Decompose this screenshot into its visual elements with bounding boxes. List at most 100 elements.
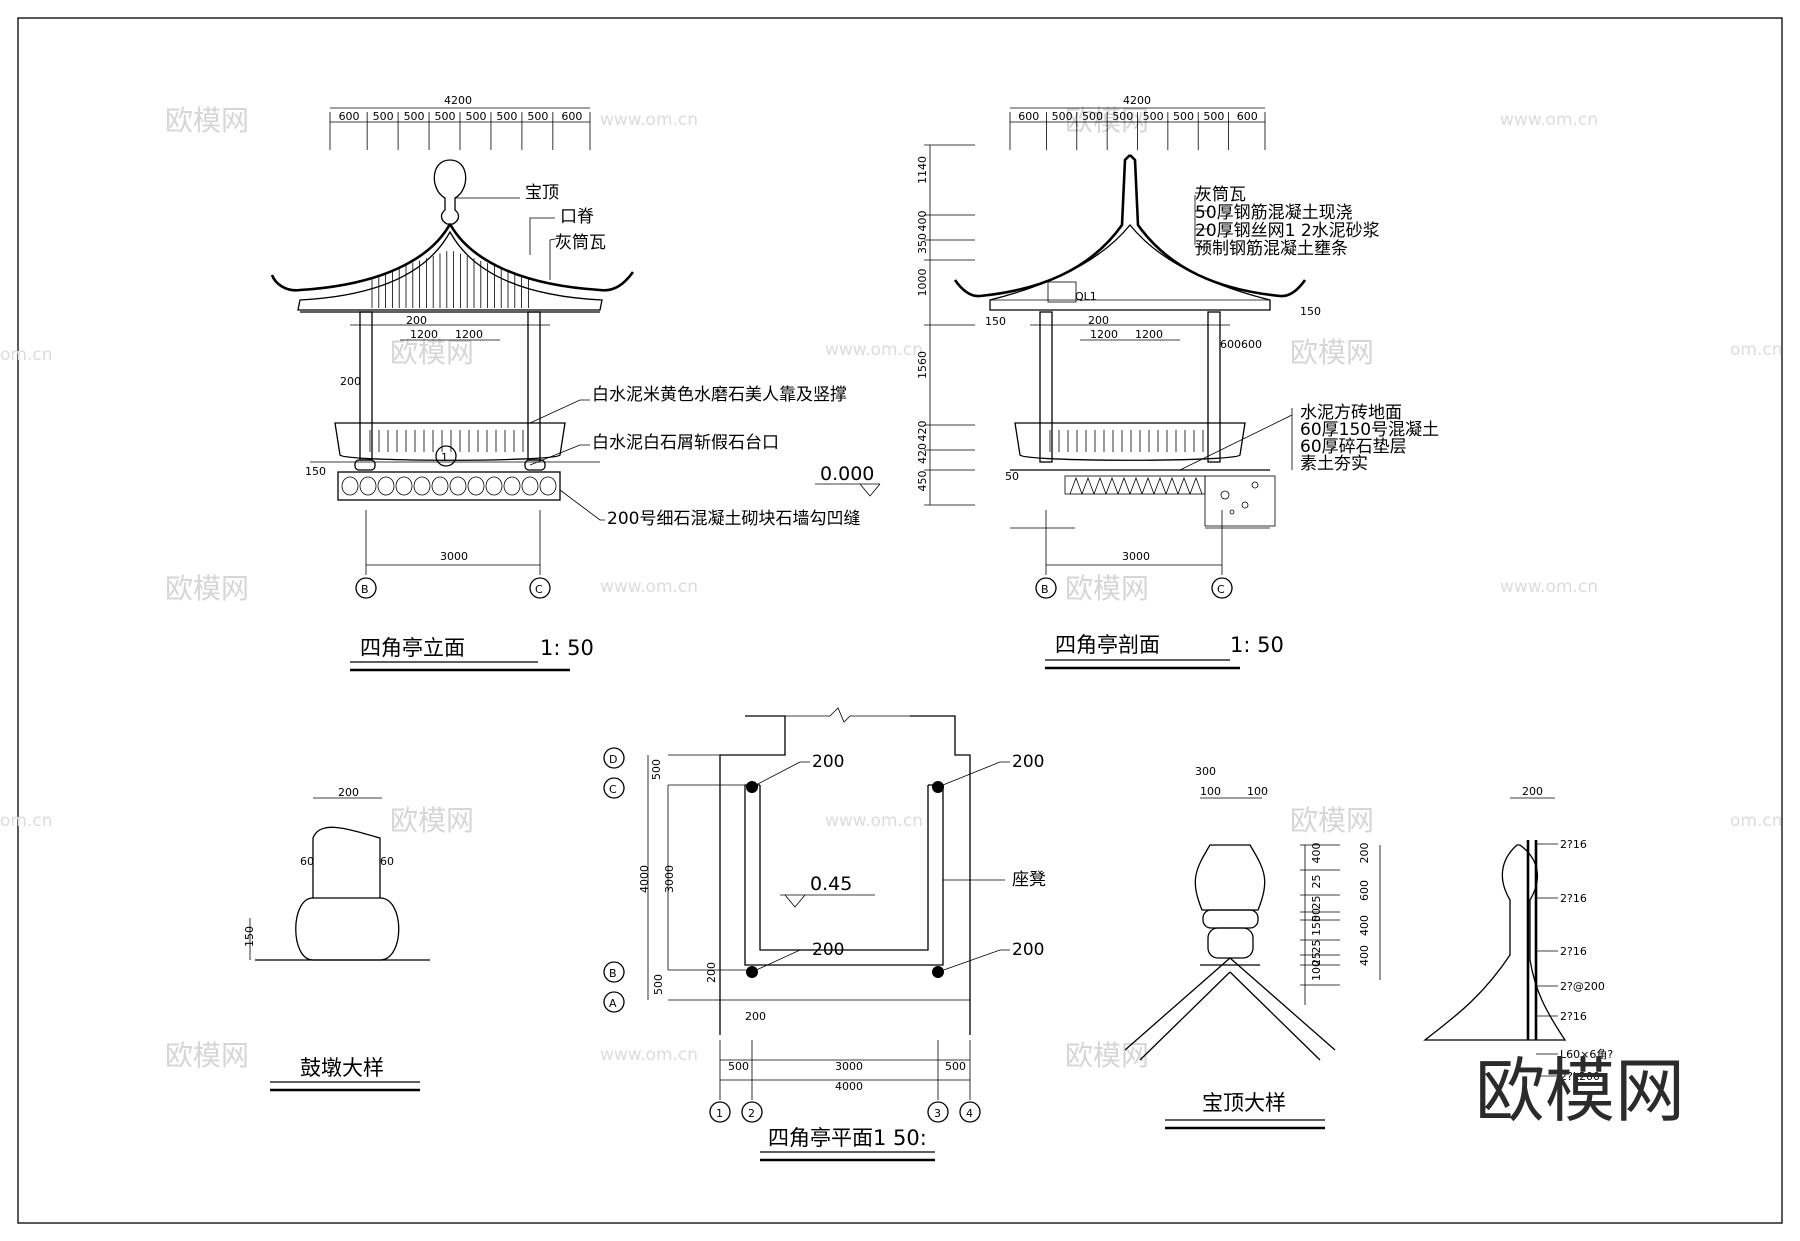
section-title: 四角亭剖面 — [1055, 633, 1160, 657]
dim-top-segment: 500 — [527, 110, 548, 123]
roof-right-curve — [448, 223, 635, 292]
finial-right-dim: 200 — [1358, 843, 1371, 864]
watermark-url: om.cn — [1730, 811, 1783, 831]
dim-top-segment: 500 — [1143, 110, 1164, 123]
dim-left-segment: 1000 — [916, 269, 929, 297]
finial-section — [1423, 844, 1567, 1041]
rebar-label: 2?16 — [1560, 838, 1587, 851]
finial-right-dim: 400 — [1358, 915, 1371, 936]
label-bench: 白水泥米黄色水磨石美人靠及竖撑 — [592, 385, 847, 405]
dim-top-segment: 500 — [435, 110, 456, 123]
watermark-url: www.om.cn — [600, 577, 698, 597]
dim-top-segment: 500 — [373, 110, 394, 123]
sheet-border — [17, 17, 1783, 1224]
finial-mid-dim: 50 — [1310, 908, 1323, 922]
dim-200h: 200 — [745, 1010, 766, 1023]
roof-layer-label: 50厚钢筋混凝土现浇 — [1195, 203, 1353, 223]
finial-mid-dim: 150 — [1310, 915, 1323, 936]
plan-axis-left: A — [609, 997, 617, 1010]
dim-left-segment: 420 — [916, 421, 929, 442]
finial-right-dim: 600 — [1358, 880, 1371, 901]
axis-mid: 1 — [441, 451, 448, 464]
dim-top-segment: 600 — [1018, 110, 1039, 123]
dim-left-inner: 3000 — [663, 865, 676, 893]
column-label: 200 — [1012, 752, 1044, 772]
label-wall: 200号细石混凝土砌块石墙勾凹缝 — [607, 509, 860, 529]
finial-mid-dim: 25 — [1310, 952, 1323, 966]
plan-axis-bottom: 4 — [966, 1107, 973, 1120]
dim-top-segment: 600 — [339, 110, 360, 123]
dim-total: 4200 — [444, 94, 472, 107]
dim-inner: 1200 — [455, 328, 483, 341]
label-finial: 宝顶 — [525, 183, 559, 203]
watermark-brand: 欧模网 — [1065, 1039, 1149, 1072]
column-label: 200 — [812, 752, 844, 772]
axis-c — [529, 577, 551, 599]
axis-right-label: C — [535, 583, 543, 596]
dim-left-segment: 420 — [916, 443, 929, 464]
plan-level: 0.45 — [810, 873, 852, 895]
rebar-label: 2?16 — [1560, 945, 1587, 958]
watermark-layer: 欧模网 www.om.cn www.om.cn 欧模网 om.cn 欧模网 ww… — [0, 104, 1783, 1072]
drum-dim-right: 60 — [380, 855, 394, 868]
dim-bottom: 500 — [728, 1060, 749, 1073]
rebar-label: 2?16 — [1560, 892, 1587, 905]
finial-mid-dim: 25 — [1310, 940, 1323, 954]
watermark-url: www.om.cn — [825, 811, 923, 831]
floor-layer-label: 60厚碎石垫层 — [1300, 437, 1407, 457]
drum-dim-top: 200 — [338, 786, 359, 799]
dim-bottom-total: 4000 — [835, 1080, 863, 1093]
watermark-brand: 欧模网 — [1065, 572, 1149, 605]
watermark-url: om.cn — [0, 811, 53, 831]
dim-left: 4000 — [638, 865, 651, 893]
finial-mid-dim: 25 — [1310, 896, 1323, 910]
dim-inner: 1200 — [410, 328, 438, 341]
dim-bottom: 500 — [945, 1060, 966, 1073]
rebar-label: L60×6角? — [1560, 1048, 1613, 1061]
bench-outer — [744, 785, 944, 966]
dim-600: 600600 — [1220, 338, 1262, 351]
finial-mid-dim: 400 — [1310, 843, 1323, 864]
dim-200: 200 — [1088, 314, 1109, 327]
section-scale: 1: 50 — [1230, 633, 1284, 657]
finial-dim-part: 100 — [1200, 785, 1221, 798]
finial-shape — [433, 159, 467, 225]
drum-dim-left: 60 — [300, 855, 314, 868]
stone-pattern — [341, 476, 557, 496]
dim-inner: 1200 — [1090, 328, 1118, 341]
dim-200: 200 — [340, 375, 361, 388]
dim-left-segment: 1140 — [916, 156, 929, 184]
watermark-brand: 欧模网 — [165, 1039, 249, 1072]
plan-axis-left: C — [609, 783, 617, 796]
roof-layer-label: 预制钢筋混凝土壅条 — [1195, 239, 1348, 259]
label-ridge: 口脊 — [560, 207, 594, 227]
dim-top-segment: 600 — [561, 110, 582, 123]
bench-bars — [369, 430, 524, 452]
finial-mid-dim: 100 — [1310, 960, 1323, 981]
finial-dim-top: 300 — [1195, 765, 1216, 778]
watermark-url: om.cn — [0, 345, 53, 365]
drum-title: 鼓墩大样 — [300, 1056, 384, 1080]
dim-top-segment: 500 — [496, 110, 517, 123]
finial-right-dim: 400 — [1358, 945, 1371, 966]
watermark-url: www.om.cn — [1500, 110, 1598, 130]
axis-left-label: B — [361, 583, 369, 596]
dim-left-segment: 450 — [916, 471, 929, 492]
plan-axis-left: D — [609, 753, 617, 766]
watermark-brand: 欧模网 — [165, 572, 249, 605]
watermark-url: www.om.cn — [600, 1045, 698, 1065]
watermark-brand: 欧模网 — [1290, 336, 1374, 369]
plan-axis-bottom: 3 — [934, 1107, 941, 1120]
roof-layer-label: 20厚钢丝网1 2水泥砂浆 — [1195, 221, 1380, 241]
watermark-brand: 欧模网 — [1290, 804, 1374, 837]
column-label: 200 — [812, 940, 844, 960]
dim-left-segment: 1560 — [916, 351, 929, 379]
rebar-label: 2?@200 — [1560, 980, 1605, 993]
dim-top-segment: 500 — [465, 110, 486, 123]
